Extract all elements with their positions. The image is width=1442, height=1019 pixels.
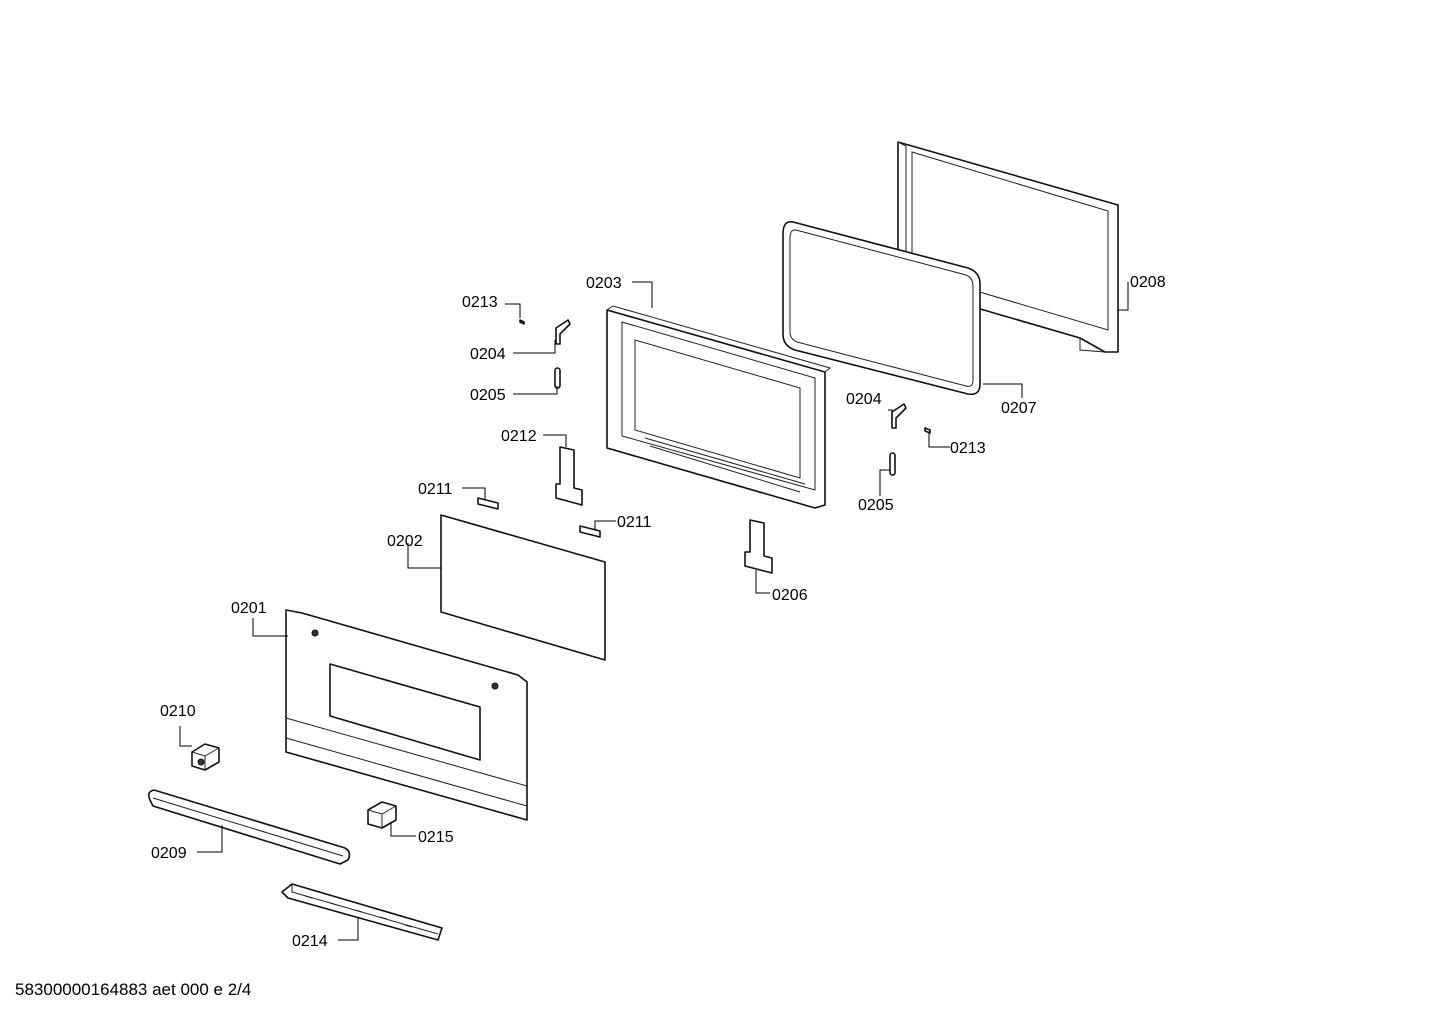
part-0203-inner-frame [606, 305, 832, 509]
part-0211b-clip [579, 525, 601, 538]
part-0210-end-cap [191, 743, 220, 771]
part-0201-outer-door [285, 609, 528, 821]
part-0207-gasket [782, 220, 981, 396]
part-0215-end-cap [367, 801, 397, 829]
label-0210: 0210 [160, 703, 196, 720]
part-0213a-pin [519, 319, 525, 325]
label-0214: 0214 [292, 933, 328, 950]
label-0212: 0212 [501, 428, 537, 445]
label-0209: 0209 [151, 845, 187, 862]
label-0215: 0215 [418, 829, 454, 846]
label-0205-a: 0205 [470, 387, 506, 404]
label-0213-b: 0213 [950, 440, 986, 457]
part-0205a-spring [554, 367, 561, 389]
part-0204b-bracket [891, 403, 907, 429]
label-0202: 0202 [387, 533, 423, 550]
part-0206-hinge [744, 519, 773, 574]
label-0206: 0206 [772, 587, 808, 604]
label-0211-a: 0211 [418, 481, 453, 498]
part-0204a-bracket [555, 319, 571, 345]
leader-lines [179, 281, 1129, 941]
label-0201: 0201 [231, 600, 267, 617]
part-0202-glass-pane [440, 514, 606, 661]
label-0205-b: 0205 [858, 497, 894, 514]
label-0203: 0203 [586, 275, 622, 292]
label-0207: 0207 [1001, 400, 1037, 417]
part-0205b-spring [889, 452, 896, 476]
drawing-code: 58300000164883 aet 000 e 2/4 [15, 980, 252, 999]
label-0211-b: 0211 [617, 514, 652, 531]
label-0204-a: 0204 [470, 346, 506, 363]
part-labels: 0203 0213 0204 0205 0208 0207 0204 0213 … [151, 274, 1166, 950]
part-0214-bottom-strip [281, 883, 443, 941]
part-0211a-clip [477, 497, 499, 510]
label-0213-a: 0213 [462, 294, 498, 311]
part-0212-hinge [555, 446, 583, 506]
label-0208: 0208 [1130, 274, 1166, 291]
part-0209-handle-bar [147, 789, 351, 865]
label-0204-b: 0204 [846, 391, 882, 408]
part-0213b-pin [924, 427, 931, 434]
